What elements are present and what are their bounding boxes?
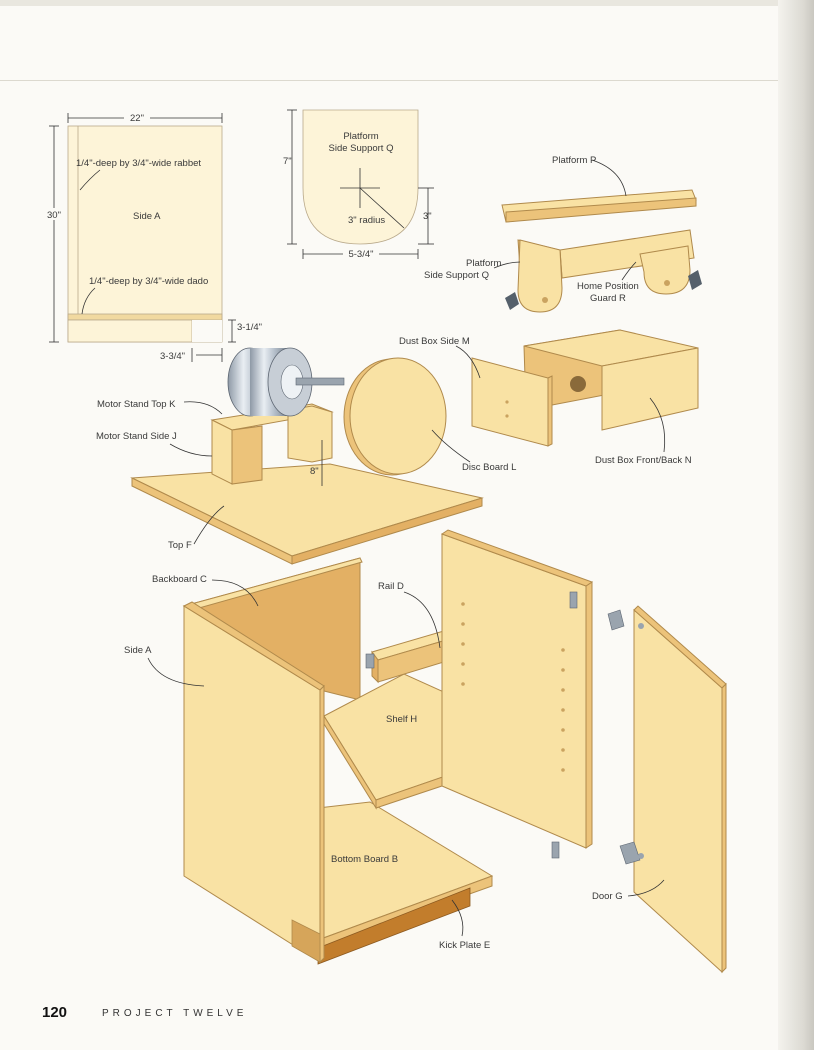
knob-right-icon [688, 270, 702, 290]
hinge-plate-top-icon [569, 591, 578, 609]
radius-line [359, 187, 405, 229]
support-q-right [639, 245, 691, 295]
dado-note: 1/4"-deep by 3/4"-wide dado [89, 276, 208, 287]
motor-stand: Top F Motor Stand Top K Motor Stand Side… [96, 347, 516, 565]
dado-groove [67, 313, 223, 321]
dust-front-label: Dust Box Front/Back N [595, 455, 692, 466]
top-edge [0, 0, 814, 6]
guard-r-label-2: Guard R [590, 293, 626, 304]
side-a-detail: 22" 30" 1/4"-deep by 3/4"-wide rabbet Si… [45, 112, 262, 362]
rail-label: Rail D [378, 581, 404, 592]
motor-stand-side-j [211, 419, 233, 485]
motor-side-label: Motor Stand Side J [96, 431, 177, 442]
support-q-left [517, 239, 563, 313]
motor-top-label: Motor Stand Top K [97, 399, 176, 410]
kick-label: Kick Plate E [439, 940, 490, 951]
support-q-shape [302, 109, 419, 245]
side-width-dim: 22" [130, 113, 144, 124]
support-q-label-1: Platform [466, 258, 501, 269]
dust-port-hole [570, 376, 586, 392]
door-hinge-bottom-icon [619, 841, 641, 865]
hinge-plate-bottom-icon [551, 841, 560, 859]
support-q-title-2: Side Support Q [329, 143, 394, 154]
dado-leader [81, 287, 96, 315]
motor-stand-side-j2 [287, 405, 333, 463]
support-center-dim: 3" [423, 211, 432, 222]
bottom-label: Bottom Board B [331, 854, 398, 865]
dust-side-label: Dust Box Side M [399, 336, 470, 347]
dust-box: Dust Box Side M Dust Box Front/Back N [399, 329, 699, 466]
rail-bracket-icon [365, 653, 375, 669]
toe-height-dim: 3-1/4" [237, 322, 262, 333]
support-q-detail: Platform Side Support Q 3" radius 7" 3" … [283, 109, 434, 260]
platform-p-label: Platform P [552, 155, 596, 166]
radius-dim: 3" radius [348, 215, 385, 226]
page-number: 120 [42, 1004, 68, 1021]
guard-r-label-1: Home Position [577, 281, 639, 292]
toe-kick-area [67, 319, 193, 343]
support-height-dim: 7" [283, 156, 292, 167]
support-width-dim: 5-3/4" [348, 249, 373, 260]
stand-height-dim: 8" [310, 466, 319, 477]
side-height-dim: 30" [47, 210, 61, 221]
cabinet: Backboard C Rail D Side A Shelf H Bottom… [124, 529, 727, 974]
toe-kick-cutout [192, 320, 222, 342]
side-a-detail-label: Side A [133, 211, 161, 222]
top-f-label: Top F [168, 540, 192, 551]
toe-depth-dim: 3-3/4" [160, 351, 185, 362]
toe-kick-notch [291, 919, 321, 963]
rabbet-note: 1/4"-deep by 3/4"-wide rabbet [76, 158, 201, 169]
disc-board-l [349, 357, 447, 475]
dust-box-front [601, 347, 699, 431]
motor-shaft [295, 377, 345, 386]
door-g [633, 608, 723, 974]
shelf-label: Shelf H [386, 714, 417, 725]
support-q-label-2: Side Support Q [424, 270, 489, 281]
rabbet-leader [79, 169, 101, 191]
support-q-title-1: Platform [343, 131, 378, 142]
shelf-pin-holes [461, 602, 565, 772]
door-label: Door G [592, 891, 623, 902]
disc-label: Disc Board L [462, 462, 516, 473]
backboard-label: Backboard C [152, 574, 207, 585]
knob-left-icon [505, 292, 519, 310]
door-hinge-top-icon [607, 609, 625, 631]
side-a-panel [67, 125, 223, 343]
platform-assembly: Platform P Platform Side Support Q Home … [424, 155, 702, 313]
side-a-label: Side A [124, 645, 152, 656]
running-head: PROJECT TWELVE [102, 1008, 248, 1019]
header-rule [0, 80, 780, 81]
page-gutter-shadow [778, 0, 814, 1050]
